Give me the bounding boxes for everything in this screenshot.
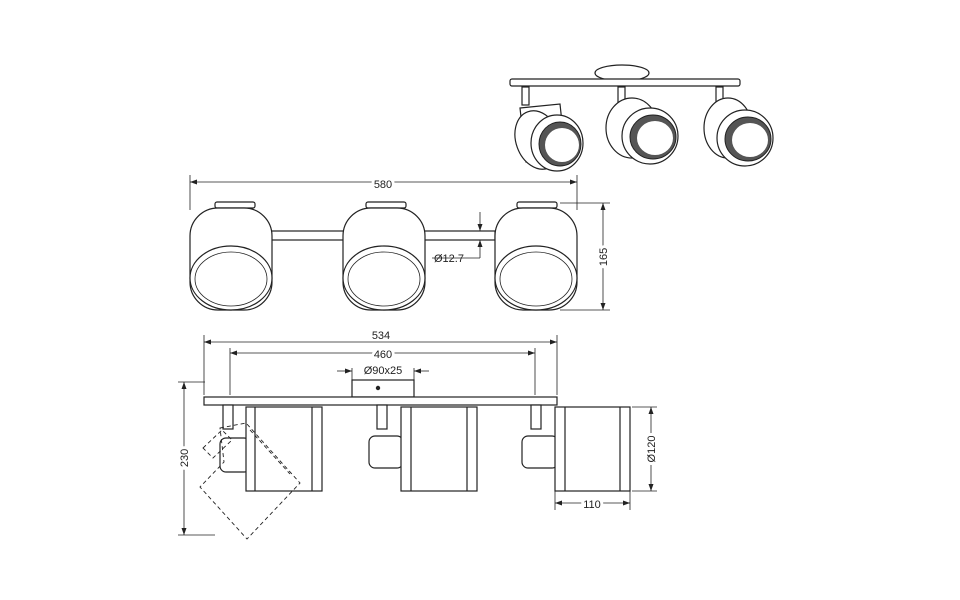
top-spot-2 [342,201,426,311]
front-view: 534 460 Ø90x25 230 Ø120 110 [176,330,661,540]
front-spot-3 [521,404,631,492]
front-spot-1 [199,404,323,540]
dim-534: 534 [372,330,390,342]
dim-shade-diameter: Ø120 [646,436,658,463]
top-spot-1 [189,201,273,311]
tilted-phantom-outline [199,422,301,540]
top-spot-3 [494,201,578,311]
front-spot-2 [368,404,478,492]
dim-230: 230 [179,449,191,467]
perspective-spot-3 [703,97,774,167]
dim-460: 460 [374,349,392,361]
perspective-view [509,64,774,172]
dim-rod-diameter: Ø12.7 [434,253,464,265]
perspective-spot-2 [605,97,679,165]
perspective-spot-1 [514,103,584,172]
top-view: 580 165 Ø12.7 [189,175,613,311]
dim-580: 580 [374,179,392,191]
dim-canopy: Ø90x25 [364,365,403,377]
dim-110: 110 [583,499,601,511]
dim-165: 165 [598,248,610,266]
